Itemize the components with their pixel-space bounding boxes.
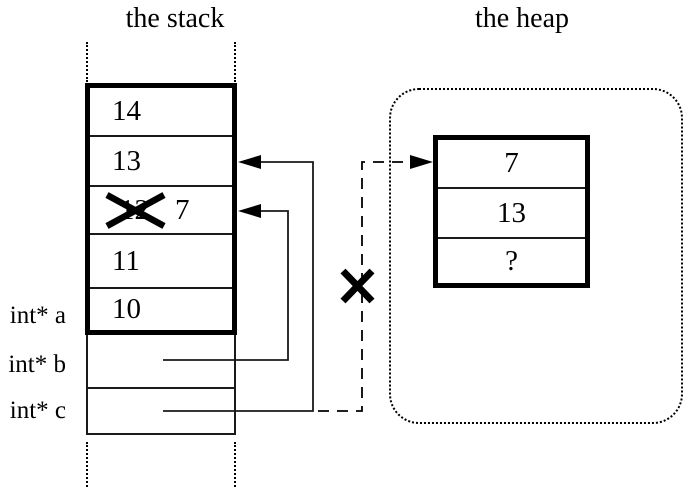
pointer-cell-c — [88, 387, 234, 433]
invalid-pointer-x-icon — [340, 268, 375, 304]
heap-cell-13: 13 — [438, 187, 585, 237]
stack-cell-13: 13 — [90, 135, 232, 185]
stack-cell-12-overwritten: 12 7 — [90, 185, 232, 233]
heap-cell-value: 7 — [504, 147, 519, 179]
heap-cell-unknown: ? — [438, 237, 585, 283]
stack-cell-value: 11 — [112, 244, 140, 277]
stack-cell-11: 11 — [90, 233, 232, 287]
stack-cell-new-value: 7 — [175, 193, 190, 226]
heap-title: the heap — [474, 3, 570, 34]
stack-bottom-left-dotted-guide — [86, 442, 88, 487]
pointer-b-arrowhead-icon — [238, 204, 261, 218]
label-int-c: int* c — [9, 397, 66, 424]
heap-block-box: 7 13 ? — [433, 135, 590, 288]
stack-cell-10: 10 — [90, 287, 232, 330]
stack-frame-box: 14 13 12 7 11 10 — [85, 83, 237, 335]
stack-top-left-dotted-guide — [86, 42, 88, 82]
stack-pointer-cells — [86, 335, 236, 435]
heap-cell-7: 7 — [438, 140, 585, 187]
pointer-cell-b — [88, 335, 234, 387]
label-int-b: int* b — [8, 351, 66, 378]
stack-cell-value: 14 — [112, 95, 141, 127]
stack-title: the stack — [125, 3, 225, 34]
stack-bottom-right-dotted-guide — [234, 442, 236, 487]
heap-cell-value: 13 — [497, 196, 526, 229]
pointer-c-arrowhead-icon — [238, 155, 261, 169]
stack-cell-14: 14 — [90, 88, 232, 135]
stack-cell-value: 13 — [112, 144, 141, 177]
heap-cell-value: ? — [505, 244, 518, 277]
stack-top-right-dotted-guide — [234, 42, 236, 82]
stack-cell-old-value: 12 — [120, 193, 149, 226]
stack-cell-value: 10 — [112, 293, 141, 325]
label-int-a: int* a — [9, 302, 66, 329]
